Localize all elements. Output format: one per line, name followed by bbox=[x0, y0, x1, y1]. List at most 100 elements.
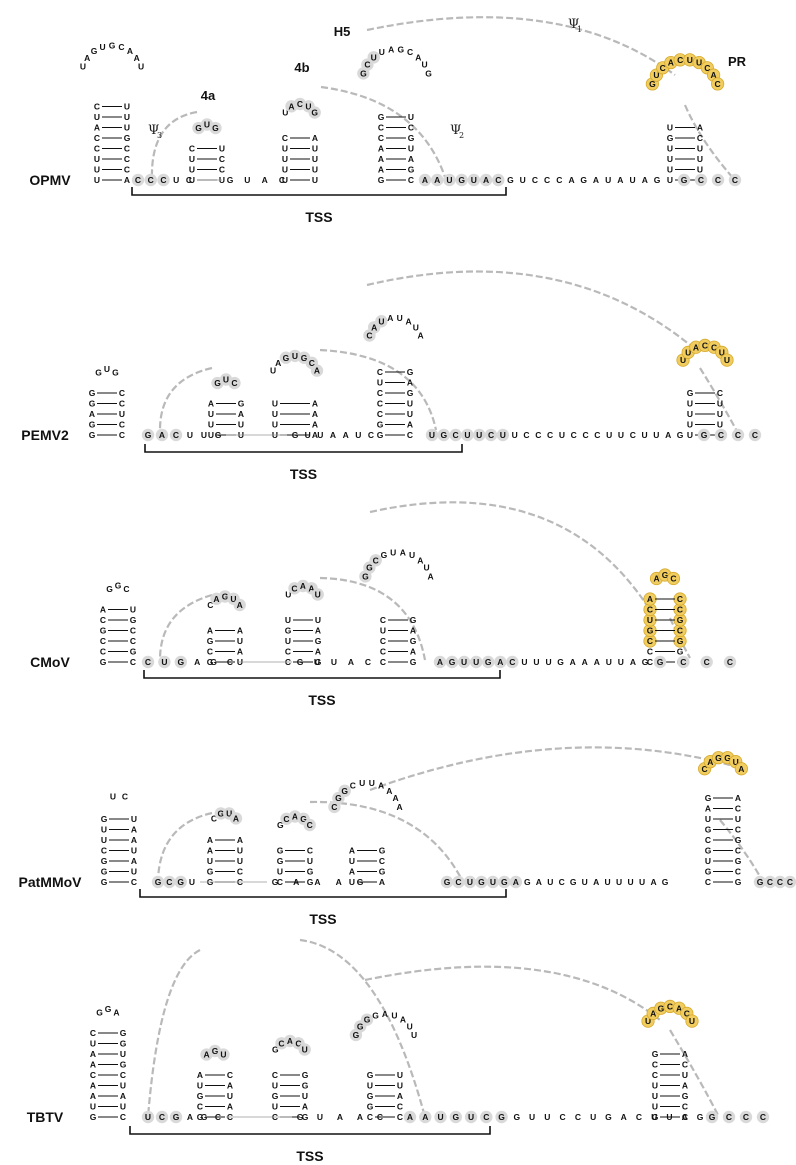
spacer-nucleotide-highlight bbox=[677, 173, 691, 187]
spacer-nucleotide: C bbox=[575, 1112, 581, 1122]
pseudoknot-arc-3 bbox=[150, 110, 198, 181]
spacer-nucleotide-highlight bbox=[677, 655, 690, 669]
loop-nucleotide-highlight bbox=[685, 1014, 699, 1028]
loop-nucleotide: G bbox=[272, 1045, 279, 1055]
loop-nucleotide: G bbox=[381, 550, 388, 560]
loop-nucleotide: U bbox=[424, 563, 430, 573]
loop-nucleotide: A bbox=[417, 555, 423, 565]
spacer-nucleotide: G bbox=[498, 1112, 505, 1122]
loop-nucleotide: A bbox=[233, 814, 239, 824]
nucleotide: C bbox=[124, 144, 130, 154]
spacer-nucleotide: U bbox=[639, 877, 645, 887]
spacer-nucleotide: G bbox=[580, 175, 587, 185]
spacer-nucleotide-highlight bbox=[486, 875, 500, 889]
loop-nucleotide: G bbox=[341, 786, 348, 796]
loop-nucleotide: G bbox=[425, 69, 432, 79]
spacer-nucleotide: C bbox=[680, 657, 686, 667]
nucleotide: U bbox=[647, 615, 653, 625]
nucleotide: C bbox=[277, 877, 283, 887]
nucleotide: U bbox=[237, 856, 243, 866]
loop-nucleotide: G bbox=[195, 123, 202, 133]
nucleotide: U bbox=[120, 1102, 126, 1112]
spacer-nucleotide-highlight bbox=[494, 655, 507, 669]
spacer-nucleotide: C bbox=[160, 175, 166, 185]
tss-bracket bbox=[143, 670, 501, 679]
spacer-nucleotide: A bbox=[682, 1112, 688, 1122]
virus-label: OPMV bbox=[29, 172, 71, 188]
pseudoknot-label-sub-p3: 3 bbox=[157, 131, 162, 140]
nucleotide: U bbox=[349, 877, 355, 887]
loop-nucleotide: A bbox=[275, 358, 281, 368]
pseudoknot-arc-1 bbox=[366, 16, 676, 76]
spacer-nucleotide: G bbox=[514, 1112, 521, 1122]
nucleotide: U bbox=[667, 123, 673, 133]
nucleotide: A bbox=[408, 154, 414, 164]
nucleotide: A bbox=[100, 605, 106, 615]
loop-nucleotide: U bbox=[724, 355, 730, 365]
nucleotide: U bbox=[94, 175, 100, 185]
spacer-nucleotide: C bbox=[186, 175, 192, 185]
loop-nucleotide: U bbox=[223, 375, 229, 385]
nucleotide: G bbox=[101, 867, 108, 877]
loop-nucleotide: C bbox=[364, 60, 370, 70]
nucleotide: A bbox=[90, 1060, 96, 1070]
spacer-nucleotide-highlight bbox=[449, 1110, 462, 1124]
spacer-nucleotide: C bbox=[715, 175, 721, 185]
loop-nucleotide: G bbox=[105, 1004, 112, 1014]
nucleotide: G bbox=[407, 367, 414, 377]
nucleotide: C bbox=[408, 175, 414, 185]
loop-nucleotide-highlight bbox=[308, 106, 321, 119]
spacer-nucleotide: C bbox=[159, 1112, 165, 1122]
nucleotide: C bbox=[652, 1070, 658, 1080]
loop-nucleotide: G bbox=[724, 753, 731, 763]
nucleotide: U bbox=[705, 814, 711, 824]
tss-label: TSS bbox=[309, 911, 336, 927]
loop-nucleotide: C bbox=[123, 584, 129, 594]
nucleotide: U bbox=[285, 615, 291, 625]
spacer-nucleotide: A bbox=[348, 657, 354, 667]
loop-nucleotide: U bbox=[391, 1010, 397, 1020]
nucleotide: U bbox=[380, 626, 386, 636]
loop-nucleotide: A bbox=[287, 1036, 293, 1046]
loop-nucleotide: U bbox=[645, 1016, 651, 1026]
spacer-nucleotide: U bbox=[545, 657, 551, 667]
nucleotide: U bbox=[652, 1081, 658, 1091]
nucleotide: U bbox=[207, 856, 213, 866]
loop-nucleotide: G bbox=[109, 40, 116, 50]
nucleotide: C bbox=[207, 647, 213, 657]
spacer-nucleotide-highlight bbox=[434, 1110, 447, 1124]
spacer-nucleotide-highlight bbox=[169, 1110, 183, 1124]
nucleotide: U bbox=[397, 1070, 403, 1080]
spacer-nucleotide: G bbox=[501, 877, 508, 887]
tss-label: TSS bbox=[305, 209, 332, 225]
loop-nucleotide: A bbox=[400, 1015, 406, 1025]
loop-nucleotide-highlight bbox=[666, 571, 681, 586]
nucleotide: C bbox=[119, 430, 125, 440]
loop-nucleotide: C bbox=[331, 802, 337, 812]
spacer-nucleotide: C bbox=[760, 1112, 766, 1122]
nucleotide: U bbox=[315, 615, 321, 625]
nucleotide: U bbox=[312, 175, 318, 185]
loop-nucleotide: G bbox=[212, 1046, 219, 1056]
loop-nucleotide: C bbox=[118, 42, 124, 52]
spacer-nucleotide: C bbox=[594, 430, 600, 440]
loop-nucleotide: A bbox=[406, 316, 412, 326]
spacer-nucleotide: G bbox=[210, 657, 217, 667]
nucleotide: G bbox=[89, 399, 96, 409]
spacer-nucleotide-highlight bbox=[457, 655, 471, 669]
nucleotide: U bbox=[130, 605, 136, 615]
nucleotide: U bbox=[407, 399, 413, 409]
loop-nucleotide: C bbox=[231, 378, 237, 388]
nucleotide: C bbox=[124, 154, 130, 164]
nucleotide: U bbox=[227, 1091, 233, 1101]
nucleotide: U bbox=[208, 420, 214, 430]
loop-nucleotide: A bbox=[668, 58, 674, 68]
nucleotide: A bbox=[131, 856, 137, 866]
spacer-nucleotide: U bbox=[317, 1112, 323, 1122]
nucleotide: C bbox=[379, 856, 385, 866]
